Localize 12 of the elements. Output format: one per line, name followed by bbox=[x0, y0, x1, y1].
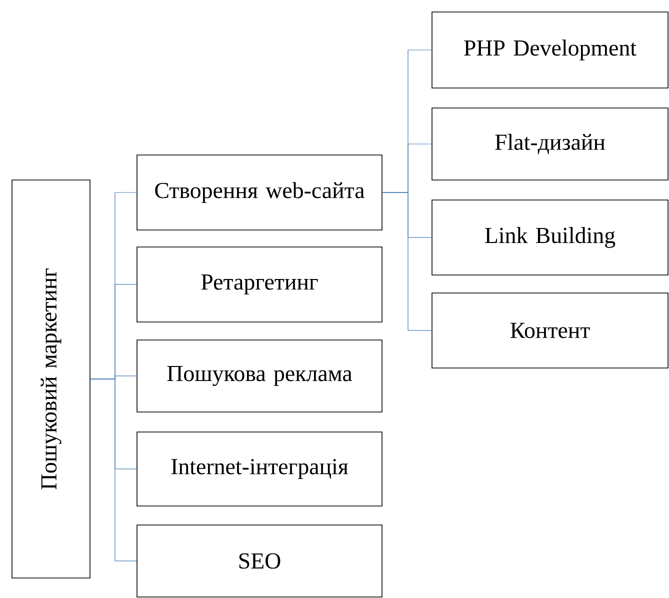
process-box: Контент bbox=[432, 292, 668, 368]
process-box: Link Building bbox=[432, 200, 668, 276]
process-box: PHP Development bbox=[432, 12, 668, 88]
vertical-box: Пошуковий маркетинг bbox=[12, 180, 90, 578]
process-box: Internet-інтеграція bbox=[136, 432, 382, 506]
process-box: Flat-дизайн bbox=[432, 108, 668, 180]
process-box: SEO bbox=[136, 524, 382, 598]
process-box: Пошукова реклама bbox=[136, 340, 382, 412]
process-box: Ретаргетинг bbox=[136, 246, 382, 322]
connector bbox=[90, 378, 137, 562]
process-box: Створення web-сайта bbox=[136, 154, 382, 230]
connector bbox=[382, 192, 432, 331]
